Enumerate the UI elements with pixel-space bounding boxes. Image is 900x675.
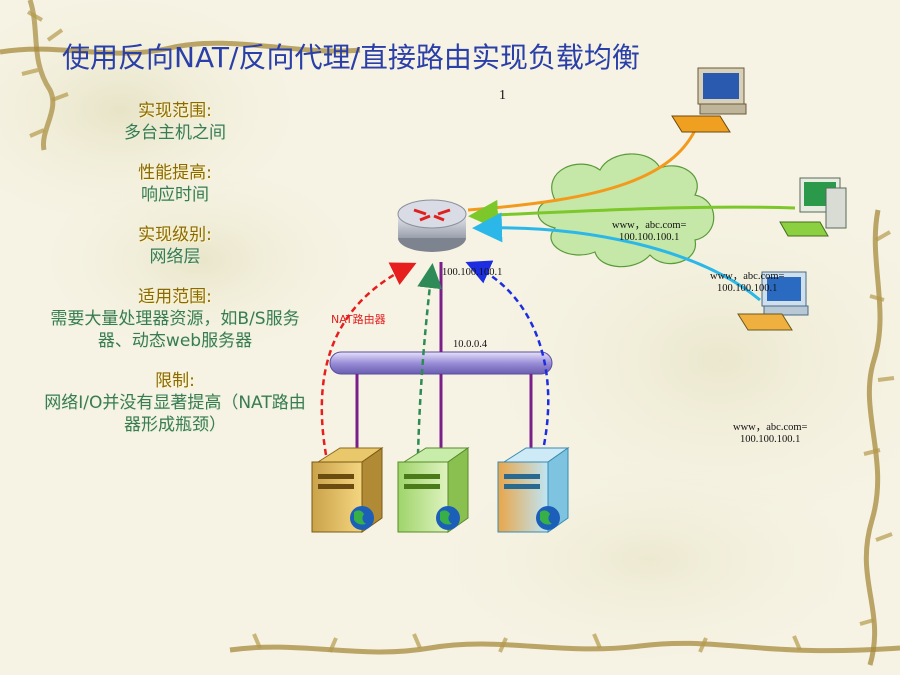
client-link-cyan	[472, 212, 761, 302]
client-link-green	[468, 199, 796, 230]
feature-level: 实现级别: 网络层	[40, 224, 310, 268]
nat-arrow-blue	[465, 260, 550, 446]
globe-icon	[350, 506, 374, 530]
feature-list: 实现范围: 多台主机之间 性能提高: 响应时间 实现级别: 网络层 适用范围: …	[40, 100, 310, 454]
slide-title: 使用反向NAT/反向代理/直接路由实现负载均衡	[62, 41, 640, 74]
feature-scope: 实现范围: 多台主机之间	[40, 100, 310, 144]
desktop-computer-icon	[737, 271, 809, 331]
feature-text: 网络I/O并没有显著提高（NAT路由器形成瓶颈）	[44, 393, 306, 435]
feature-text: 响应时间	[141, 185, 209, 205]
feature-applicability: 适用范围: 需要大量处理器资源，如B/S服务器、动态web服务器	[40, 286, 310, 352]
desktop-computer-icon	[779, 177, 847, 237]
feature-heading: 实现范围:	[138, 101, 212, 121]
feature-heading: 适用范围:	[138, 287, 212, 307]
network-bus	[329, 351, 553, 375]
router-ip-label: 100.100.100.1	[442, 267, 503, 278]
globe-icon	[436, 506, 460, 530]
feature-text: 网络层	[149, 247, 201, 267]
router-icon	[397, 199, 467, 252]
feature-heading: 实现级别:	[138, 225, 212, 245]
feature-limitation: 限制: 网络I/O并没有显著提高（NAT路由器形成瓶颈）	[40, 370, 310, 436]
server-icon	[311, 447, 384, 533]
feature-text: 多台主机之间	[124, 123, 226, 143]
globe-icon	[536, 506, 560, 530]
dns-mapping-label: www，abc.com= 100.100.100.1	[710, 271, 785, 294]
feature-text: 需要大量处理器资源，如B/S服务器、动态web服务器	[50, 309, 300, 351]
nat-router-label: NAT路由器	[331, 313, 386, 326]
feature-performance: 性能提高: 响应时间	[40, 162, 310, 206]
page-number: 1	[499, 88, 506, 103]
internal-ip-label: 10.0.0.4	[453, 339, 488, 350]
nat-arrow-red	[320, 262, 417, 456]
feature-heading: 性能提高:	[138, 163, 212, 183]
dns-mapping-label: www，abc.com= 100.100.100.1	[733, 422, 808, 445]
nat-arrow-teal	[416, 263, 443, 456]
dns-mapping-label: www，abc.com= 100.100.100.1	[612, 220, 687, 243]
client-link-orange	[467, 117, 702, 212]
feature-heading: 限制:	[155, 371, 195, 391]
desktop-computer-icon	[671, 67, 747, 133]
